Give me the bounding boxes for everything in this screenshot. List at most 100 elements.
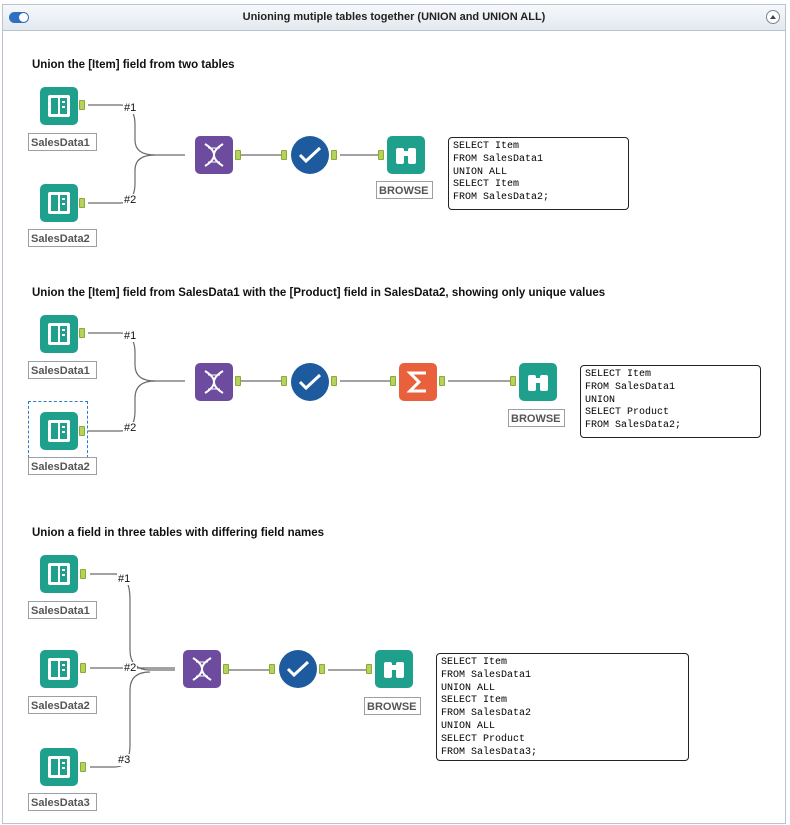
sql-line: UNION ALL: [441, 682, 496, 694]
section-1-heading: Union the [Item] field from two tables: [32, 59, 235, 71]
input-anchor[interactable]: [378, 150, 384, 160]
connection-label: #1: [123, 102, 138, 114]
sql-line: FROM SalesData1: [453, 153, 544, 165]
connection-label: #1: [123, 330, 138, 342]
connection-label: #2: [123, 422, 138, 434]
checkmark-icon: [286, 660, 310, 678]
sigma-icon: [406, 371, 426, 393]
input-label: SalesData2: [28, 457, 97, 475]
select-tool[interactable]: [291, 363, 329, 401]
output-anchor[interactable]: [79, 328, 85, 338]
sql-line: FROM SalesData2: [441, 708, 532, 720]
output-anchor[interactable]: [80, 569, 86, 579]
input-tool-3[interactable]: [40, 748, 78, 786]
output-anchor[interactable]: [235, 376, 241, 386]
checkmark-icon: [298, 373, 322, 391]
output-anchor[interactable]: [223, 664, 229, 674]
book-icon: [48, 95, 70, 117]
input-anchor[interactable]: [390, 376, 396, 386]
output-anchor[interactable]: [79, 426, 85, 436]
input-label: SalesData1: [28, 361, 97, 379]
output-anchor[interactable]: [80, 663, 86, 673]
input-anchor[interactable]: [269, 664, 275, 674]
output-anchor[interactable]: [80, 762, 86, 772]
sql-line: SELECT Item: [585, 369, 652, 380]
connection-label: #3: [117, 754, 132, 766]
book-icon: [48, 756, 70, 778]
book-icon: [48, 420, 70, 442]
section-2-heading: Union the [Item] field from SalesData1 w…: [32, 287, 606, 299]
browse-tool[interactable]: [375, 650, 413, 688]
book-icon: [48, 658, 70, 680]
output-anchor[interactable]: [319, 664, 325, 674]
output-anchor[interactable]: [79, 198, 85, 208]
select-tool[interactable]: [291, 136, 329, 174]
input-anchor[interactable]: [510, 376, 516, 386]
sql-line: FROM SalesData1: [585, 381, 676, 393]
input-tool-1[interactable]: [40, 315, 78, 353]
book-icon: [48, 563, 70, 585]
output-anchor[interactable]: [235, 150, 241, 160]
output-anchor[interactable]: [439, 376, 445, 386]
dna-icon: [192, 657, 212, 681]
sql-line: UNION ALL: [441, 720, 496, 732]
sql-line: SELECT Item: [453, 179, 520, 191]
input-tool-2[interactable]: [40, 184, 78, 222]
sql-comment-box: SELECT Item FROM SalesData1 UNION SELECT…: [580, 365, 761, 438]
sql-line: UNION: [585, 394, 616, 406]
dna-icon: [204, 370, 224, 394]
input-tool-1[interactable]: [40, 555, 78, 593]
input-label: SalesData1: [28, 133, 97, 151]
browse-tool[interactable]: [519, 363, 557, 401]
browse-tool[interactable]: [387, 136, 425, 174]
input-label: SalesData3: [28, 793, 97, 811]
output-anchor[interactable]: [331, 376, 337, 386]
browse-label: BROWSE: [376, 181, 433, 199]
sql-line: FROM SalesData1: [441, 669, 532, 681]
input-label: SalesData1: [28, 601, 97, 619]
checkmark-icon: [298, 146, 322, 164]
sql-line: SELECT Item: [441, 695, 508, 707]
binoculars-icon: [396, 148, 416, 164]
binoculars-icon: [528, 375, 548, 391]
book-icon: [48, 192, 70, 214]
input-anchor[interactable]: [366, 664, 372, 674]
binoculars-icon: [384, 662, 404, 678]
sql-line: FROM SalesData2;: [585, 420, 682, 432]
sql-line: SELECT Product: [441, 733, 526, 745]
sql-line: SELECT Item: [453, 141, 520, 152]
summarize-tool[interactable]: [399, 363, 437, 401]
connection-label: #2: [123, 194, 138, 206]
output-anchor[interactable]: [79, 100, 85, 110]
book-icon: [48, 323, 70, 345]
browse-label: BROWSE: [364, 697, 421, 715]
input-tool-2[interactable]: [40, 650, 78, 688]
connection-label: #1: [117, 573, 132, 585]
sql-line: SELECT Product: [585, 407, 670, 419]
container-toggle[interactable]: [9, 12, 29, 23]
sql-line: SELECT Item: [441, 657, 508, 668]
output-anchor[interactable]: [331, 150, 337, 160]
dna-icon: [204, 143, 224, 167]
section-3-heading: Union a field in three tables with diffe…: [32, 527, 325, 539]
input-tool-2[interactable]: [40, 412, 78, 450]
union-tool[interactable]: [195, 363, 233, 401]
sql-comment-box: SELECT Item FROM SalesData1 UNION ALL SE…: [436, 653, 689, 761]
collapse-icon[interactable]: [766, 10, 780, 24]
input-tool-1[interactable]: [40, 87, 78, 125]
connection-label: #2: [123, 662, 138, 674]
container-titlebar: Unioning mutiple tables together (UNION …: [3, 5, 785, 31]
select-tool[interactable]: [279, 650, 317, 688]
browse-label: BROWSE: [508, 409, 565, 427]
input-anchor[interactable]: [281, 376, 287, 386]
input-label: SalesData2: [28, 229, 97, 247]
sql-line: FROM SalesData3;: [441, 746, 538, 758]
union-tool[interactable]: [183, 650, 221, 688]
container-title: Unioning mutiple tables together (UNION …: [242, 11, 546, 23]
input-anchor[interactable]: [281, 150, 287, 160]
sql-line: UNION ALL: [453, 166, 508, 178]
union-tool[interactable]: [195, 136, 233, 174]
sql-line: FROM SalesData2;: [453, 192, 550, 204]
input-label: SalesData2: [28, 696, 97, 714]
sql-comment-box: SELECT Item FROM SalesData1 UNION ALL SE…: [448, 137, 629, 210]
